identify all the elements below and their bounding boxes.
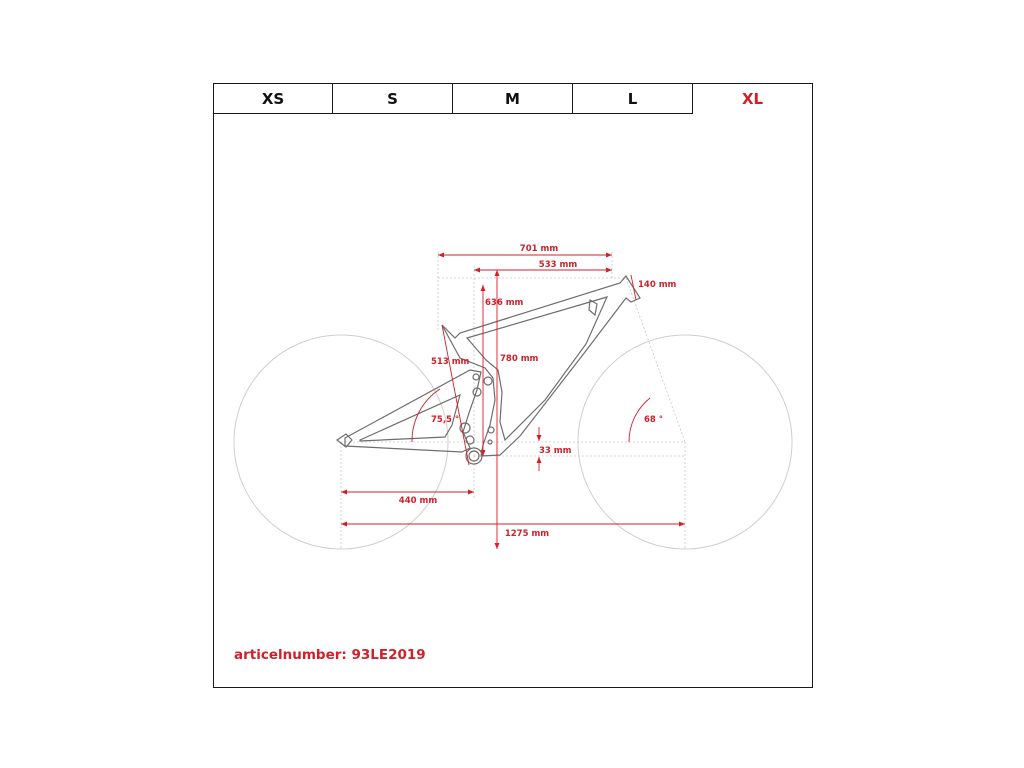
label-stack: 780 mm [500,354,539,364]
size-tab-xl[interactable]: XL [741,90,764,108]
size-tabs: XS S M L XL [214,84,812,114]
bike-frame [335,274,641,457]
dimension-arrows [341,252,685,549]
label-wheelbase: 1275 mm [505,529,549,539]
label-head-angle: 68 ° [644,415,663,425]
head-angle-arc [628,397,651,443]
label-reach-stack-total: 701 mm [520,244,559,254]
label-top-tube: 533 mm [539,260,578,270]
geometry-panel: XS S M L XL articelnumber: 93LE2019 [213,83,813,688]
label-seat-tube: 636 mm [485,298,524,308]
size-tab-l[interactable]: L [573,84,693,114]
seat-angle-arc [411,388,441,443]
size-tab-s[interactable]: S [333,84,453,114]
size-tab-xs[interactable]: XS [214,84,333,114]
rear-wheel [233,334,449,550]
label-chainstay: 440 mm [399,496,438,506]
label-head-tube: 140 mm [638,280,677,290]
article-number: articelnumber: 93LE2019 [234,647,426,663]
reference-lines [340,252,686,549]
label-seat-angle: 75,5 ° [431,415,459,425]
suspension-links [459,373,495,465]
dimension-labels: 701 mm 533 mm 140 mm 636 mm 780 mm 513 m… [399,244,677,539]
label-seatpost: 513 mm [431,357,470,367]
label-bb-drop: 33 mm [539,446,572,456]
size-tab-m[interactable]: M [453,84,573,114]
